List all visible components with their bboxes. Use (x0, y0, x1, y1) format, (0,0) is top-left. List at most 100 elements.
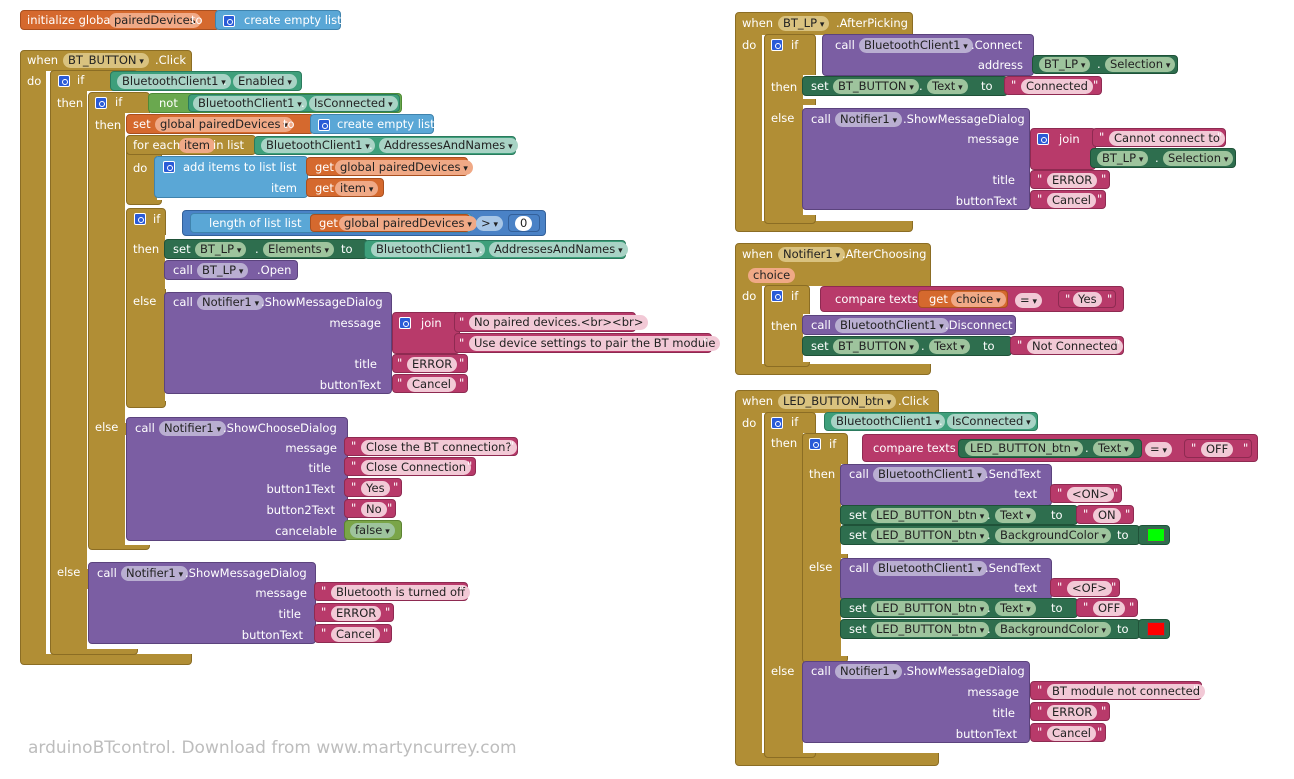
property-dropdown[interactable]: IsConnected (309, 96, 398, 111)
property-dropdown[interactable]: BackgroundColor (995, 622, 1112, 637)
string-block[interactable]: " Cancel " (1030, 723, 1106, 742)
boolean-dropdown[interactable]: false (350, 523, 395, 538)
string-value[interactable]: Cancel (1047, 193, 1096, 208)
get-item-block[interactable]: get item (306, 178, 384, 197)
component-dropdown[interactable]: BT_LP (195, 242, 247, 257)
number-value[interactable]: 0 (515, 216, 533, 231)
bt-component-dropdown[interactable]: BluetoothClient1 (831, 414, 945, 429)
string-value[interactable]: BT module not connected (1047, 684, 1206, 699)
operator-dropdown[interactable]: > (476, 216, 504, 231)
join-block[interactable]: join (392, 312, 460, 354)
var-dropdown[interactable]: item (335, 181, 379, 196)
get-global-block[interactable]: get global pairedDevices (306, 157, 473, 176)
string-value[interactable]: ERROR (1047, 705, 1098, 720)
string-value[interactable]: Yes (361, 481, 390, 496)
string-block[interactable]: " <ON> " (1050, 484, 1122, 503)
operator-dropdown[interactable]: = (1015, 293, 1043, 308)
property-dropdown[interactable]: Elements (263, 242, 334, 257)
component-dropdown[interactable]: BluetoothClient1 (873, 467, 987, 482)
color-block[interactable] (1138, 525, 1170, 545)
addresses-getter[interactable]: BluetoothClient1 . AddressesAndNames (364, 240, 628, 259)
property-dropdown[interactable]: AddressesAndNames (489, 242, 628, 257)
component-dropdown[interactable]: Notifier1 (121, 566, 189, 581)
string-value[interactable]: OFF (1201, 442, 1234, 457)
component-dropdown[interactable]: Notifier1 (835, 664, 903, 679)
string-block[interactable]: " ERROR " (314, 603, 394, 622)
set-text-block[interactable]: set LED_BUTTON_btn . Text to (840, 598, 1078, 618)
property-dropdown[interactable]: Enabled (233, 74, 297, 89)
addresses-getter[interactable]: BluetoothClient1 . AddressesAndNames (254, 136, 518, 155)
string-block[interactable]: " No " (344, 499, 396, 518)
call-disconnect-block[interactable]: call BluetoothClient1 .Disconnect (802, 315, 1016, 335)
string-value[interactable]: <ON> (1067, 487, 1114, 502)
string-value[interactable]: ERROR (407, 357, 458, 372)
set-text-block[interactable]: set LED_BUTTON_btn . Text to (840, 505, 1078, 525)
set-global-block[interactable]: set global pairedDevices to (126, 114, 314, 134)
component-dropdown[interactable]: BT_LP (1039, 57, 1091, 72)
string-block[interactable]: " <OF> " (1050, 578, 1120, 597)
string-value[interactable]: Not Connected (1027, 339, 1123, 354)
gear-icon[interactable] (399, 317, 411, 329)
string-block[interactable]: " OFF " (1076, 598, 1138, 617)
component-dropdown[interactable]: Notifier1 (197, 295, 265, 310)
component-dropdown[interactable]: BT_LP (778, 16, 830, 31)
string-value[interactable]: Cancel (407, 377, 456, 392)
string-block[interactable]: " Use device settings to pair the BT mod… (454, 333, 721, 353)
var-dropdown[interactable]: global pairedDevices (155, 117, 293, 132)
string-block[interactable]: " Close Connection " (344, 457, 476, 476)
string-value[interactable]: Cancel (331, 627, 380, 642)
string-block[interactable]: " ERROR " (1030, 702, 1110, 721)
string-value[interactable]: Yes (1073, 292, 1102, 307)
show-message-dialog-block[interactable]: call Notifier1 .ShowMessageDialog messag… (802, 108, 1030, 210)
bt-component-dropdown[interactable]: BluetoothClient1 (371, 242, 485, 257)
set-elements-block[interactable]: set BT_LP . Elements to (164, 239, 368, 259)
property-dropdown[interactable]: Text (927, 79, 968, 94)
string-block[interactable]: " ON " (1076, 505, 1134, 524)
create-empty-list-block[interactable]: create empty list (215, 10, 342, 30)
property-dropdown[interactable]: Selection (1163, 151, 1234, 166)
selection-getter[interactable]: BT_LP . Selection (1032, 55, 1178, 74)
bt-component-dropdown[interactable]: BluetoothClient1 (117, 74, 231, 89)
show-message-dialog-block[interactable]: call Notifier1 .ShowMessageDialog messag… (88, 562, 316, 644)
component-dropdown[interactable]: Notifier1 (778, 247, 846, 262)
set-bgcolor-block[interactable]: set LED_BUTTON_btn . BackgroundColor to (840, 525, 1140, 545)
string-value[interactable]: Bluetooth is turned off (331, 585, 470, 600)
string-value[interactable]: No (361, 502, 387, 517)
get-choice-block[interactable]: get choice (918, 290, 1008, 308)
component-dropdown[interactable]: LED_BUTTON_btn (871, 508, 990, 523)
gear-icon[interactable] (771, 417, 783, 429)
component-dropdown[interactable]: LED_BUTTON_btn (871, 601, 990, 616)
set-bgcolor-block[interactable]: set LED_BUTTON_btn . BackgroundColor to (840, 619, 1140, 639)
isconnected-getter[interactable]: BluetoothClient1 . IsConnected (824, 412, 1038, 431)
string-block[interactable]: " ERROR " (392, 354, 468, 373)
property-dropdown[interactable]: Text (995, 601, 1036, 616)
call-sendtext-block[interactable]: call BluetoothClient1 .SendText text (840, 464, 1052, 506)
string-value[interactable]: ERROR (331, 606, 382, 621)
string-block[interactable]: " Yes " (1058, 290, 1116, 308)
item-var[interactable]: item (179, 138, 215, 153)
gear-icon[interactable] (318, 119, 330, 131)
gear-icon[interactable] (95, 97, 107, 109)
selection-getter[interactable]: BT_LP . Selection (1090, 148, 1236, 168)
property-dropdown[interactable]: Text (995, 508, 1036, 523)
string-value[interactable]: ON (1093, 508, 1121, 523)
string-value[interactable]: OFF (1093, 601, 1126, 616)
component-dropdown[interactable]: BT_BUTTON (63, 53, 149, 68)
component-dropdown[interactable]: BT_BUTTON (833, 79, 919, 94)
string-block[interactable]: " Close the BT connection? " (344, 437, 518, 456)
component-dropdown[interactable]: LED_BUTTON_btn (778, 394, 897, 409)
color-swatch-red[interactable] (1147, 622, 1165, 636)
component-dropdown[interactable]: BT_LP (1097, 151, 1149, 166)
string-block[interactable]: " Not Connected " (1010, 336, 1124, 355)
component-dropdown[interactable]: Notifier1 (835, 112, 903, 127)
component-dropdown[interactable]: BluetoothClient1 (873, 561, 987, 576)
component-dropdown[interactable]: BluetoothClient1 (859, 38, 973, 53)
property-dropdown[interactable]: IsConnected (947, 414, 1036, 429)
gear-icon[interactable] (809, 438, 821, 450)
set-text-block[interactable]: set BT_BUTTON . Text to (802, 76, 1008, 96)
string-block[interactable]: " BT module not connected " (1030, 681, 1206, 700)
component-dropdown[interactable]: BT_BUTTON (833, 339, 919, 354)
bt-component-dropdown[interactable]: BluetoothClient1 (261, 138, 375, 153)
show-choose-dialog-block[interactable]: call Notifier1 .ShowChooseDialog message… (126, 417, 348, 541)
gear-icon[interactable] (223, 15, 235, 27)
